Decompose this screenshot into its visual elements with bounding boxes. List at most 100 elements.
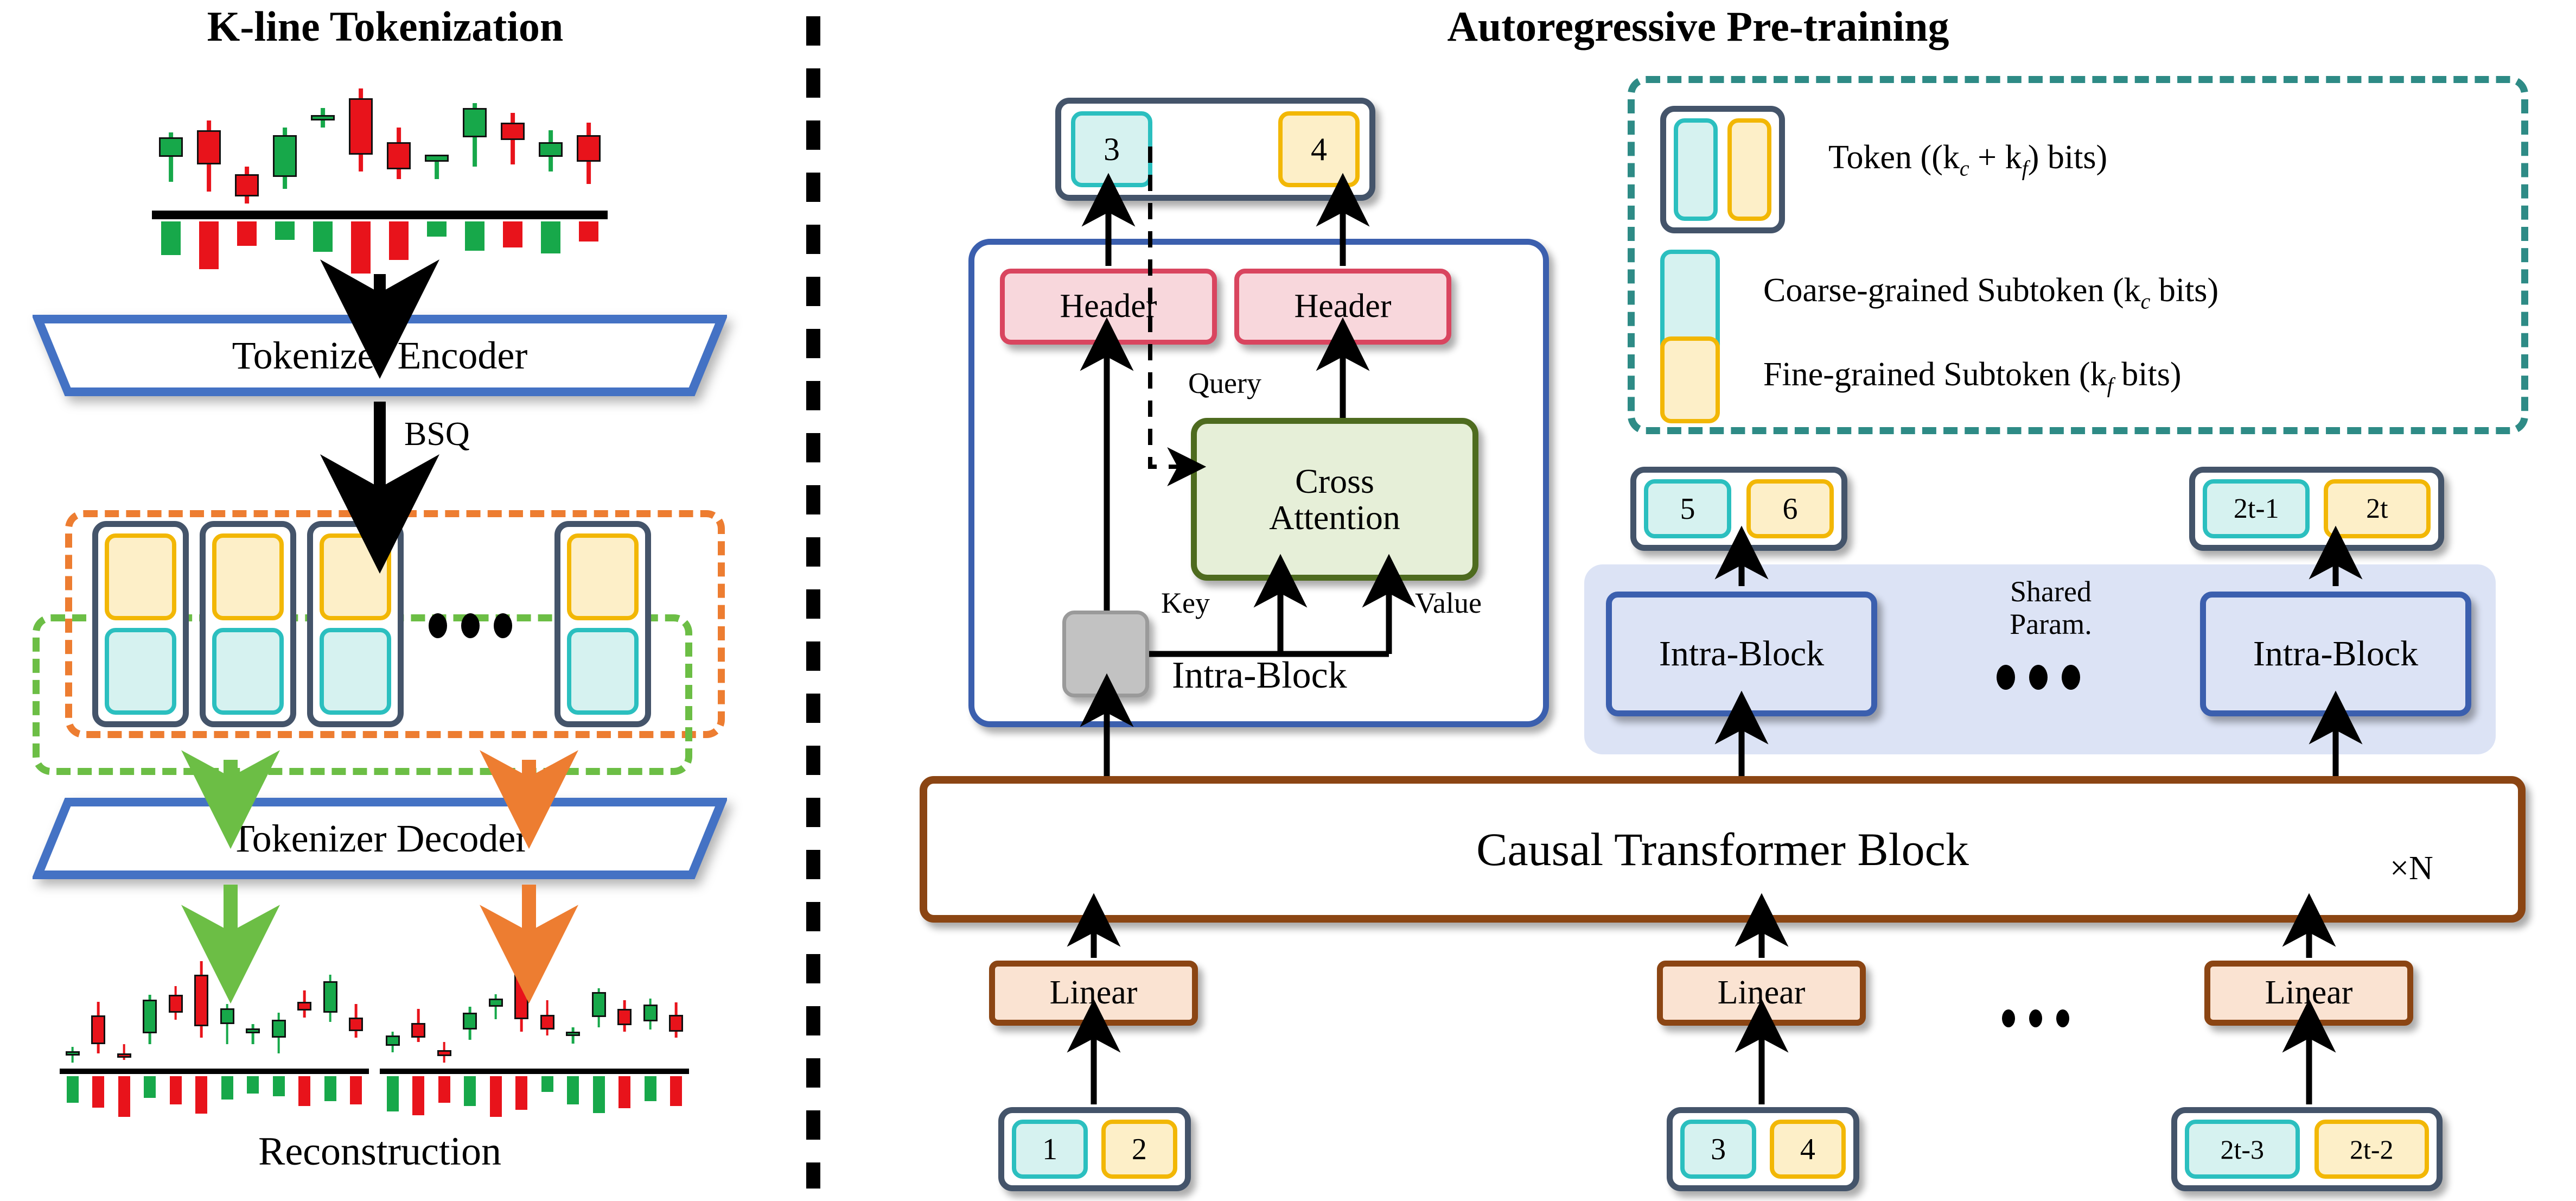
- candlestick: [577, 81, 601, 211]
- bsq-token-1[interactable]: [92, 521, 189, 727]
- volume-bar: [578, 221, 599, 242]
- output-token-2t[interactable]: 2t-1 2t: [2189, 467, 2444, 551]
- input-token-1-2-coarse: 1: [1012, 1120, 1088, 1179]
- tokenizer-decoder-block[interactable]: Tokenizer Decoder: [33, 798, 727, 879]
- legend-swatch-token-coarse: [1674, 118, 1718, 221]
- input-token-2t-3-fine: 2t-2: [2314, 1120, 2429, 1179]
- volume-bar: [438, 1076, 450, 1103]
- candlestick: [617, 955, 632, 1069]
- volume-bar: [515, 1076, 528, 1110]
- shared-param-line2: Param.: [2010, 608, 2092, 641]
- volume-bar: [670, 1076, 683, 1107]
- volume-bar: [275, 221, 295, 240]
- output-token-2t-fine: 2t: [2323, 479, 2431, 538]
- output-token-5-6[interactable]: 5 6: [1630, 467, 1847, 551]
- bsq-token-2-coarse: [212, 627, 284, 715]
- bsq-token-1-fine: [105, 533, 176, 621]
- query-label: Query: [1188, 367, 1261, 399]
- legend-swatch-fine: [1660, 336, 1720, 423]
- output-token-fine: 4: [1278, 111, 1360, 187]
- volume-bar: [313, 221, 333, 252]
- volume-bar: [350, 1076, 362, 1104]
- legend-box: [1628, 76, 2528, 434]
- output-token-block[interactable]: 3 4: [1055, 98, 1375, 201]
- bsq-token-2[interactable]: [200, 521, 296, 727]
- candlestick: [385, 955, 400, 1069]
- cross-attention-label-line2: Attention: [1269, 498, 1400, 537]
- causal-transformer-block[interactable]: Causal Transformer Block: [920, 776, 2526, 923]
- linear-ellipsis: [2002, 1009, 2069, 1027]
- volume-bar: [298, 1076, 311, 1106]
- cross-attention-label-line1: Cross: [1295, 461, 1374, 500]
- volume-bar: [221, 1076, 233, 1100]
- page-title-right: Autoregressive Pre-training: [1447, 3, 1949, 50]
- input-token-2t-3-coarse: 2t-3: [2185, 1120, 2300, 1179]
- legend-label-fine: Fine-grained Subtoken (kf bits): [1763, 356, 2182, 398]
- bsq-token-3[interactable]: [307, 521, 404, 727]
- shared-param-label: Shared Param.: [1964, 575, 2138, 641]
- intra-block-n[interactable]: Intra-Block: [2200, 592, 2471, 716]
- candlestick: [437, 955, 451, 1069]
- candlestick: [297, 955, 312, 1069]
- volume-bar: [541, 1076, 553, 1092]
- input-token-2t-3[interactable]: 2t-3 2t-2: [2171, 1107, 2443, 1191]
- input-token-1-2[interactable]: 1 2: [998, 1107, 1191, 1191]
- bsq-label: BSQ: [404, 416, 470, 453]
- candlestick: [159, 81, 183, 211]
- candlestick: [349, 955, 364, 1069]
- tokenizer-encoder-block[interactable]: Tokenizer Encoder: [33, 315, 727, 396]
- candlestick: [143, 955, 157, 1069]
- candlestick: [194, 955, 209, 1069]
- value-label: Value: [1415, 587, 1482, 619]
- input-token-1-2-fine: 2: [1101, 1120, 1177, 1179]
- volume-bar: [66, 1076, 79, 1103]
- volume-bar: [412, 1076, 425, 1115]
- candlestick: [425, 81, 449, 211]
- candlestick: [246, 955, 260, 1069]
- candlestick: [514, 955, 529, 1069]
- volume-bar: [426, 221, 447, 237]
- header-block-right[interactable]: Header: [1234, 269, 1451, 345]
- chart-baseline: [60, 1068, 369, 1074]
- candlestick: [591, 955, 606, 1069]
- linear-block-n[interactable]: Linear: [2204, 961, 2413, 1026]
- candlestick: [311, 81, 335, 211]
- volume-bar: [386, 1076, 399, 1112]
- bsq-token-n[interactable]: [554, 521, 651, 727]
- input-token-3-4[interactable]: 3 4: [1667, 1107, 1859, 1191]
- candlestick: [387, 81, 411, 211]
- candlestick: [235, 81, 259, 211]
- volume-bar: [237, 221, 257, 246]
- input-token-3-4-fine: 4: [1769, 1120, 1846, 1179]
- source-kline-chart: [152, 81, 608, 274]
- volume-bar: [118, 1076, 130, 1117]
- bsq-token-3-fine: [320, 533, 391, 621]
- tokenizer-encoder-label: Tokenizer Encoder: [232, 334, 528, 377]
- candlestick: [411, 955, 426, 1069]
- candlestick: [643, 955, 658, 1069]
- full-token-group-dashed: [65, 510, 725, 738]
- candlestick: [488, 955, 503, 1069]
- linear-block-2[interactable]: Linear: [1657, 961, 1866, 1026]
- candlestick: [463, 955, 477, 1069]
- volume-bar: [324, 1076, 336, 1102]
- volume-bar: [350, 221, 371, 274]
- linear-block-1[interactable]: Linear: [989, 961, 1198, 1026]
- candlestick: [91, 955, 106, 1069]
- candlestick: [220, 955, 234, 1069]
- intra-block-input-node[interactable]: [1062, 611, 1149, 697]
- volume-bar: [592, 1076, 605, 1114]
- reconstruction-chart-left: [60, 955, 369, 1117]
- key-label: Key: [1161, 587, 1210, 619]
- tokenizer-decoder-label: Tokenizer Decoder: [231, 817, 529, 860]
- header-block-left[interactable]: Header: [1000, 269, 1217, 345]
- cross-attention-block[interactable]: Cross Attention: [1191, 418, 1478, 581]
- candlestick: [539, 81, 563, 211]
- volume-bar: [489, 1076, 502, 1117]
- candlestick: [463, 81, 487, 211]
- candlestick: [349, 81, 373, 211]
- intra-block-detail-label: Intra-Block: [1172, 654, 1347, 696]
- volume-bar: [272, 1076, 285, 1097]
- candlestick: [501, 81, 525, 211]
- intra-block-1[interactable]: Intra-Block: [1606, 592, 1877, 716]
